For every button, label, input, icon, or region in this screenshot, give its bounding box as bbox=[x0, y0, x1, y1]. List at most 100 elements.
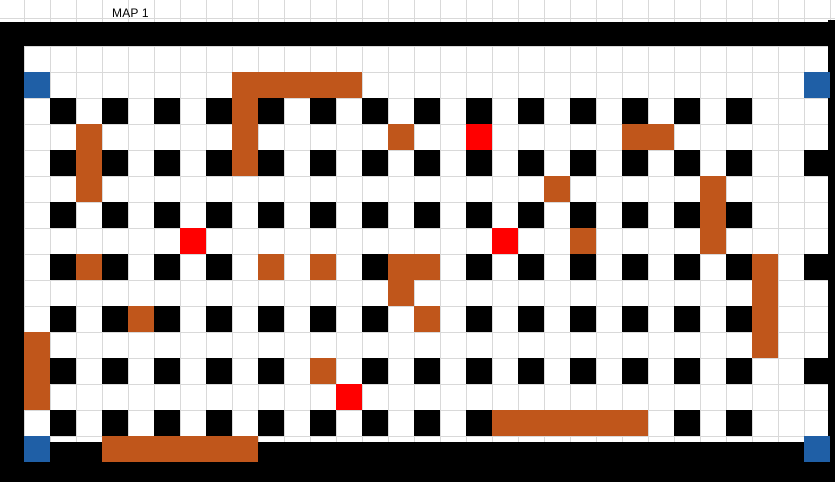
wall-block bbox=[726, 358, 752, 384]
wall-block bbox=[362, 202, 388, 228]
crate-block bbox=[232, 436, 258, 462]
crate-block bbox=[284, 72, 310, 98]
wall-block bbox=[414, 150, 440, 176]
crate-block bbox=[76, 254, 102, 280]
crate-block bbox=[700, 176, 726, 202]
wall-block bbox=[674, 150, 700, 176]
wall-block bbox=[154, 98, 180, 124]
wall-block bbox=[674, 358, 700, 384]
wall-block bbox=[726, 98, 752, 124]
wall-block bbox=[518, 98, 544, 124]
wall-block bbox=[570, 150, 596, 176]
wall-block bbox=[310, 150, 336, 176]
wall-block bbox=[258, 306, 284, 332]
wall-block bbox=[102, 150, 128, 176]
wall-block bbox=[804, 358, 830, 384]
wall-block bbox=[362, 410, 388, 436]
wall-block bbox=[622, 254, 648, 280]
wall-block bbox=[362, 150, 388, 176]
crate-block bbox=[180, 436, 206, 462]
wall-block bbox=[258, 150, 284, 176]
wall-block bbox=[570, 358, 596, 384]
wall-block bbox=[50, 358, 76, 384]
crate-block bbox=[596, 410, 622, 436]
crate-block bbox=[24, 358, 50, 384]
crate-block bbox=[76, 176, 102, 202]
wall-block bbox=[154, 358, 180, 384]
wall-block bbox=[466, 202, 492, 228]
wall-block bbox=[206, 150, 232, 176]
wall-block bbox=[206, 202, 232, 228]
wall-block bbox=[466, 306, 492, 332]
wall-block bbox=[622, 306, 648, 332]
crate-block bbox=[154, 436, 180, 462]
wall-block bbox=[518, 254, 544, 280]
crate-block bbox=[648, 124, 674, 150]
wall-block bbox=[206, 98, 232, 124]
wall-block bbox=[362, 254, 388, 280]
wall-block bbox=[362, 358, 388, 384]
wall-block bbox=[726, 306, 752, 332]
crate-block bbox=[388, 124, 414, 150]
target-tile bbox=[180, 228, 206, 254]
crate-block bbox=[752, 254, 778, 280]
wall-block bbox=[570, 98, 596, 124]
wall-block bbox=[206, 410, 232, 436]
target-tile bbox=[492, 228, 518, 254]
crate-block bbox=[544, 176, 570, 202]
crate-block bbox=[414, 306, 440, 332]
wall-block bbox=[518, 150, 544, 176]
crate-block bbox=[752, 280, 778, 306]
wall-block bbox=[570, 202, 596, 228]
crate-block bbox=[700, 202, 726, 228]
wall-block bbox=[414, 358, 440, 384]
wall-block bbox=[414, 410, 440, 436]
crate-block bbox=[518, 410, 544, 436]
wall-block bbox=[206, 306, 232, 332]
wall-block bbox=[726, 410, 752, 436]
wall-block bbox=[154, 306, 180, 332]
wall-block bbox=[102, 254, 128, 280]
wall-block bbox=[258, 202, 284, 228]
wall-block bbox=[154, 202, 180, 228]
wall-block bbox=[154, 254, 180, 280]
wall-block bbox=[50, 98, 76, 124]
crate-block bbox=[76, 124, 102, 150]
map-title: MAP 1 bbox=[112, 6, 149, 20]
wall-block bbox=[674, 306, 700, 332]
target-tile bbox=[466, 124, 492, 150]
wall-block bbox=[570, 254, 596, 280]
crate-block bbox=[622, 410, 648, 436]
spawn-tile bbox=[24, 436, 50, 462]
crate-block bbox=[232, 72, 258, 98]
wall-block bbox=[50, 202, 76, 228]
wall-block bbox=[258, 410, 284, 436]
wall-block bbox=[310, 306, 336, 332]
wall-block bbox=[674, 410, 700, 436]
crate-block bbox=[102, 436, 128, 462]
wall-block bbox=[466, 150, 492, 176]
crate-block bbox=[570, 228, 596, 254]
target-tile bbox=[336, 384, 362, 410]
wall-block bbox=[50, 150, 76, 176]
crate-block bbox=[544, 410, 570, 436]
crate-block bbox=[24, 332, 50, 358]
crate-block bbox=[232, 150, 258, 176]
wall-block bbox=[102, 202, 128, 228]
crate-block bbox=[752, 306, 778, 332]
wall-block bbox=[102, 306, 128, 332]
wall-block bbox=[50, 410, 76, 436]
wall-block bbox=[362, 98, 388, 124]
wall-block bbox=[674, 98, 700, 124]
wall-block bbox=[804, 254, 830, 280]
wall-block bbox=[362, 306, 388, 332]
spawn-tile bbox=[804, 72, 830, 98]
crate-block bbox=[76, 150, 102, 176]
crate-block bbox=[310, 358, 336, 384]
crate-block bbox=[492, 410, 518, 436]
wall-block bbox=[674, 254, 700, 280]
wall-block bbox=[622, 358, 648, 384]
crate-block bbox=[232, 98, 258, 124]
wall-block bbox=[154, 150, 180, 176]
crate-block bbox=[128, 306, 154, 332]
